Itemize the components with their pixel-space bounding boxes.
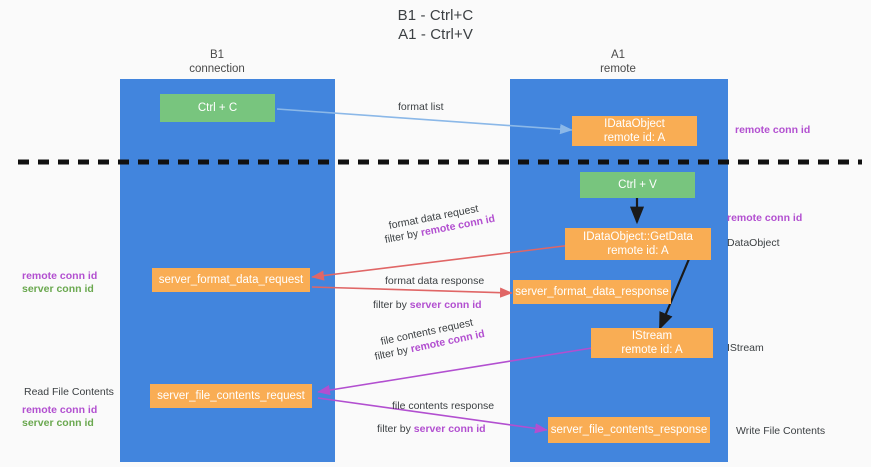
filter-key-server-conn-id: server conn id: [409, 299, 482, 311]
node-istream-label: IStream: [631, 330, 673, 342]
edge-label-file-contents-response: file contents response: [392, 400, 494, 413]
filter-by-prefix: filter by: [373, 299, 410, 311]
node-idataobject-label: IDataObject: [604, 118, 665, 130]
arrow-file-contents-request: [317, 347, 593, 396]
node-istream[interactable]: IStream remote id: A: [591, 328, 713, 358]
edge-label-format-data-response: format data response: [385, 275, 484, 288]
node-idataobject-remote-id: remote id: A: [603, 132, 666, 144]
node-server-file-contents-response-label: server_file_contents_response: [550, 424, 708, 436]
node-ctrl-v-label: Ctrl + V: [618, 179, 657, 191]
annotation-right-remote-conn-id-mid: remote conn id: [727, 212, 803, 224]
annotation-left-remote-conn-id-1: remote conn id: [22, 270, 98, 282]
annotation-right-remote-conn-id-top: remote conn id: [735, 124, 811, 136]
lane-header-b1-sub: connection: [189, 63, 245, 75]
filter-key-server-conn-id: server conn id: [413, 423, 486, 435]
arrow-file-contents-response: [317, 397, 548, 434]
annotation-right-istream: IStream: [727, 342, 764, 354]
edge-label-file-contents-response-text: file contents response: [392, 400, 495, 412]
annotation-left-server-conn-id-2: server conn id: [22, 417, 94, 429]
arrow-format-data-response: [311, 286, 513, 298]
lane-header-b1-name: B1: [209, 49, 225, 61]
node-ctrl-v[interactable]: Ctrl + V: [580, 172, 695, 198]
node-ctrl-c[interactable]: Ctrl + C: [160, 94, 275, 122]
node-server-format-data-request[interactable]: server_format_data_request: [152, 268, 310, 292]
arrow-format-data-request: [311, 244, 573, 281]
edge-label-file-contents-response-filter: filter by server conn id: [377, 423, 486, 436]
edge-label-format-list-text: format list: [398, 101, 444, 113]
lane-header-b1: B1 connection: [142, 48, 292, 76]
arrow-format-list: [276, 108, 573, 135]
annotation-left-read-file-contents: Read File Contents: [24, 386, 114, 398]
lane-header-a1: A1 remote: [543, 48, 693, 76]
node-server-format-data-response[interactable]: server_format_data_response: [513, 280, 671, 304]
node-server-file-contents-request-label: server_file_contents_request: [157, 390, 305, 402]
title-line-1: B1 - Ctrl+C: [397, 7, 474, 24]
node-server-format-data-response-label: server_format_data_response: [515, 286, 669, 298]
edge-label-format-list: format list: [398, 101, 444, 114]
annotation-right-dataobject: DataObject: [727, 237, 780, 249]
node-server-format-data-request-label: server_format_data_request: [158, 274, 304, 286]
node-getdata-label: IDataObject::GetData: [583, 231, 693, 243]
node-idataobject-getdata[interactable]: IDataObject::GetData remote id: A: [565, 228, 711, 260]
node-getdata-remote-id: remote id: A: [607, 245, 669, 257]
node-server-file-contents-response[interactable]: server_file_contents_response: [548, 417, 710, 443]
edge-label-format-data-response-filter: filter by server conn id: [373, 299, 482, 312]
lane-header-a1-sub: remote: [600, 63, 636, 75]
arrow-getdata-to-istream: [658, 258, 691, 331]
node-idataobject[interactable]: IDataObject remote id: A: [572, 116, 697, 146]
title-line-2: A1 - Ctrl+V: [398, 26, 473, 43]
lane-header-a1-name: A1: [610, 49, 626, 61]
annotation-right-write-file-contents: Write File Contents: [736, 425, 826, 437]
node-istream-remote-id: remote id: A: [621, 344, 683, 356]
annotation-left-server-conn-id-1: server conn id: [22, 283, 94, 295]
annotation-left-remote-conn-id-2: remote conn id: [22, 404, 98, 416]
filter-by-prefix: filter by: [377, 423, 414, 435]
node-ctrl-c-label: Ctrl + C: [197, 102, 238, 114]
diagram-title: B1 - Ctrl+C A1 - Ctrl+V: [0, 6, 871, 44]
edge-label-format-data-response-text: format data response: [385, 275, 485, 287]
node-server-file-contents-request[interactable]: server_file_contents_request: [150, 384, 312, 408]
